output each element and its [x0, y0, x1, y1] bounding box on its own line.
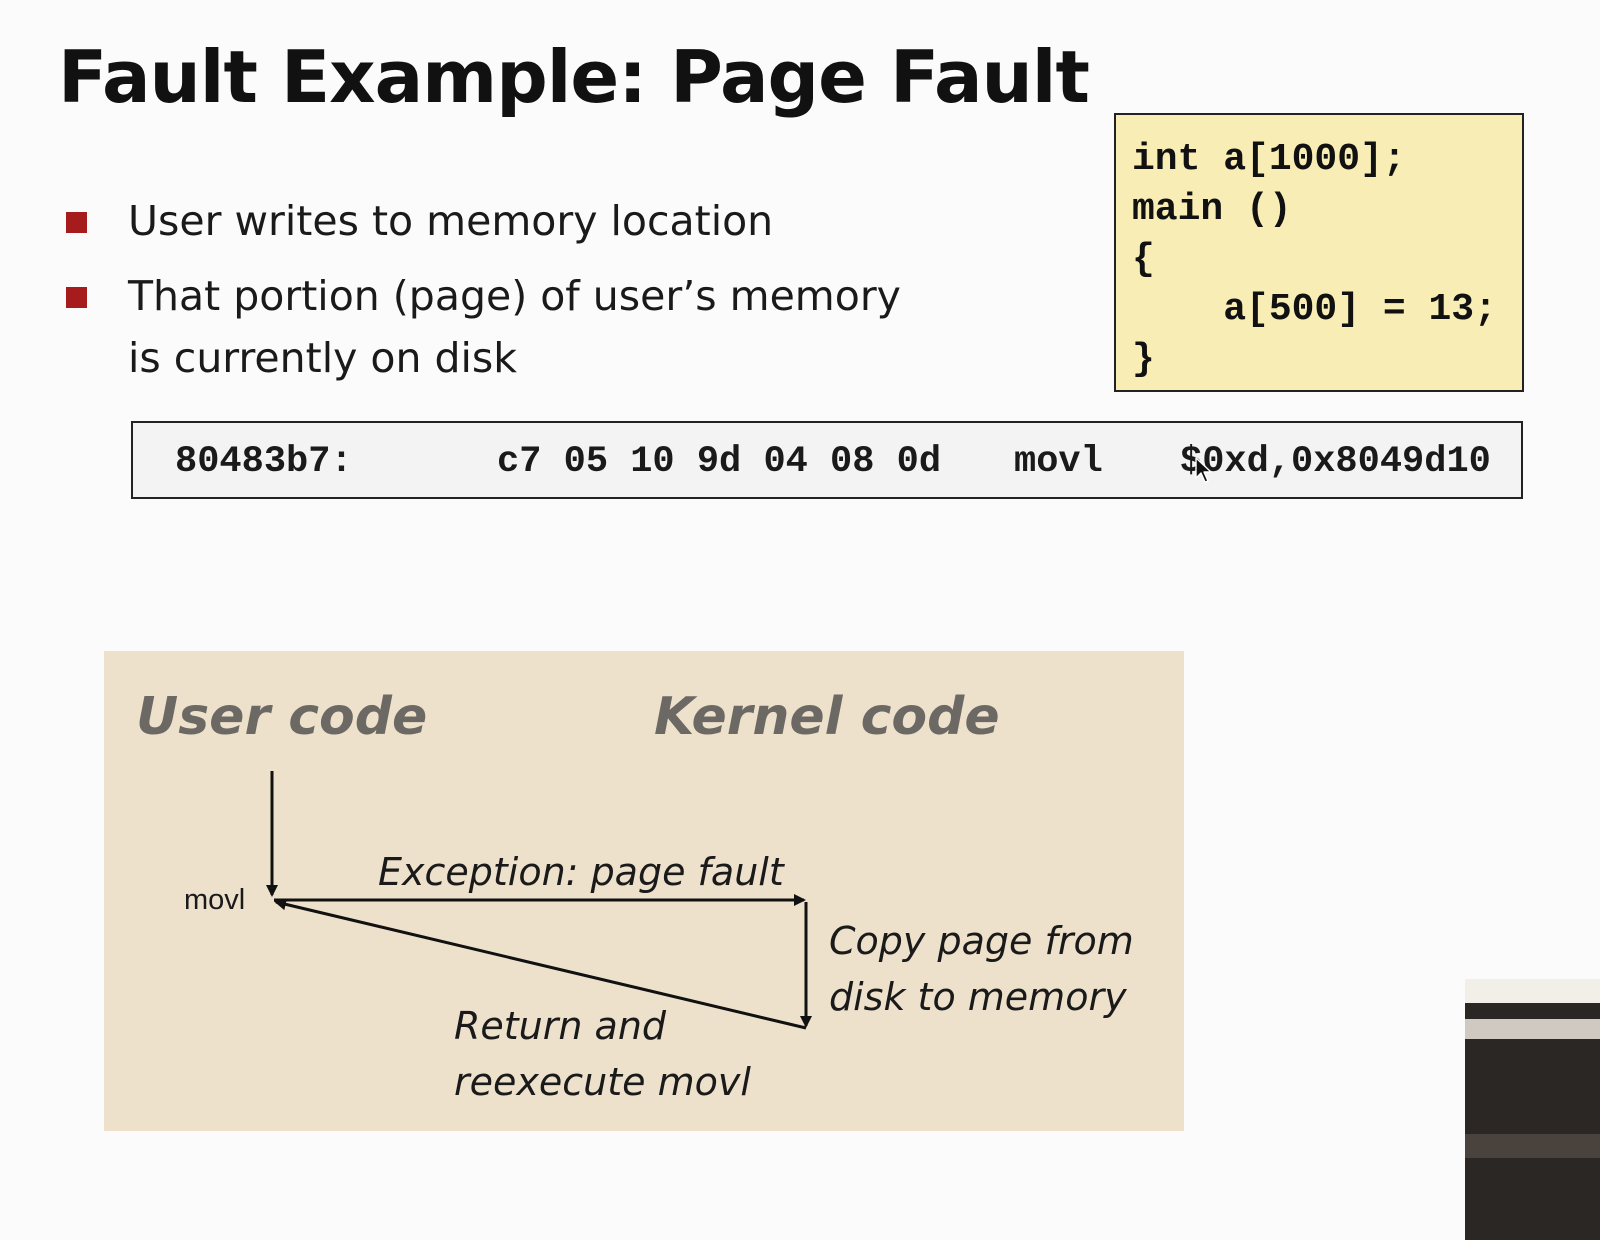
code-line: int a[1000];	[1132, 138, 1406, 181]
slide-title: Fault Example: Page Fault	[58, 35, 1090, 119]
instruction-opcode: movl	[1014, 441, 1103, 483]
code-line: a[500] = 13;	[1132, 288, 1497, 331]
exception-label: Exception: page fault	[378, 850, 784, 894]
video-thumbnail-region	[1465, 979, 1600, 1003]
kernel-code-heading: Kernel code	[654, 687, 1000, 747]
code-line: {	[1132, 238, 1155, 281]
mouse-pointer-icon	[1195, 457, 1212, 483]
return-arrow	[274, 898, 807, 1030]
video-thumbnail-region	[1465, 1019, 1600, 1039]
movl-instruction-label: movl	[184, 884, 246, 916]
instruction-bytes: c7 05 10 9d 04 08 0d	[497, 441, 942, 483]
instruction-address: 80483b7:	[175, 441, 353, 483]
instruction-operands: $0xd,0x8049d10	[1180, 441, 1491, 483]
control-flow-diagram: User code Kernel code movl Exception: pa…	[104, 651, 1184, 1131]
bullet-item: That portion (page) of user’s memory is …	[62, 265, 962, 389]
code-line: }	[1132, 338, 1155, 381]
bullet-list: User writes to memory location That port…	[62, 190, 962, 402]
bullet-text: That portion (page) of user’s memory is …	[128, 272, 901, 382]
return-label: Return and reexecute movl	[454, 1004, 751, 1104]
copy-page-label: Copy page from disk to memory	[829, 919, 1134, 1019]
square-bullet-icon	[66, 287, 87, 308]
bullet-item: User writes to memory location	[62, 190, 962, 252]
code-line: main ()	[1132, 188, 1292, 231]
user-code-heading: User code	[136, 687, 428, 747]
speaker-video-thumbnail	[1465, 979, 1600, 1240]
bullet-text: User writes to memory location	[128, 197, 774, 245]
flow-arrows	[266, 771, 812, 1030]
c-code-box: int a[1000]; main () { a[500] = 13; }	[1114, 113, 1524, 392]
square-bullet-icon	[66, 212, 87, 233]
video-thumbnail-region	[1465, 1134, 1600, 1158]
assembly-line-box: 80483b7: c7 05 10 9d 04 08 0d movl $0xd,…	[131, 421, 1523, 499]
video-thumbnail-region	[1465, 1003, 1600, 1019]
